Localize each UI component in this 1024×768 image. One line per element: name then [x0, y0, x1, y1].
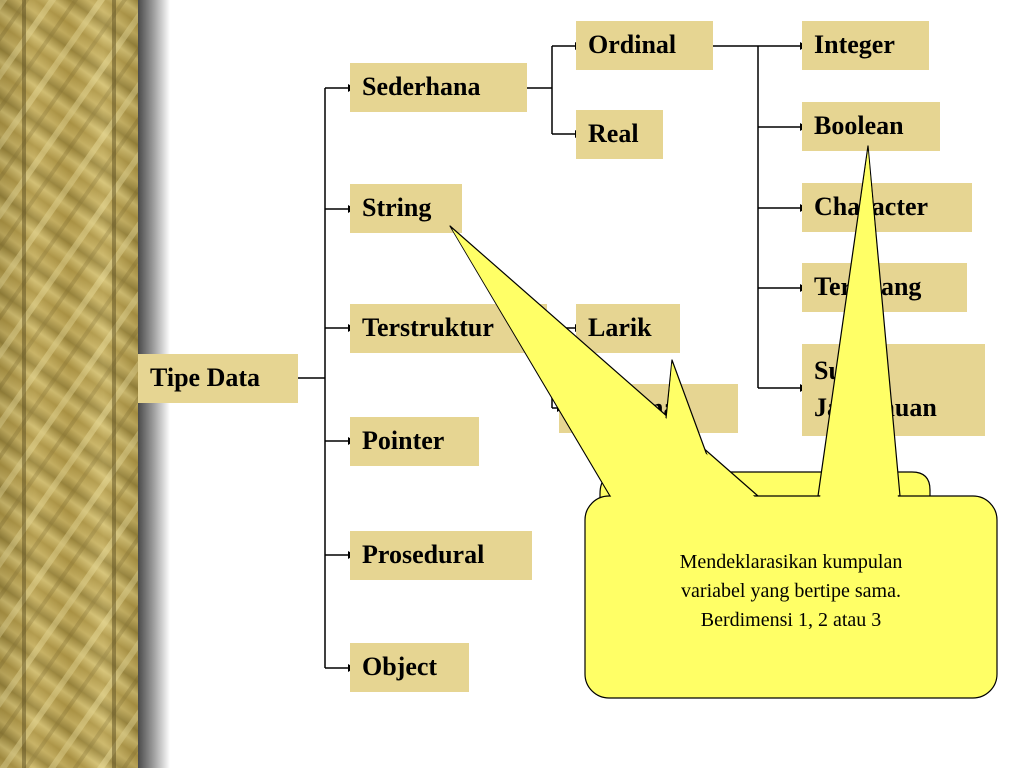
node-ordinal: Ordinal [576, 21, 713, 70]
callout-box [584, 495, 998, 699]
node-larik: Larik [576, 304, 680, 353]
callout-line-1: Mendeklarasikan kumpulan [679, 551, 903, 573]
node-prosedural: Prosedural [350, 531, 532, 580]
node-tipe-data: Tipe Data [138, 354, 298, 403]
callout-text: Mendeklarasikan kumpulan variabel yang b… [610, 548, 972, 635]
node-integer: Integer [802, 21, 929, 70]
node-boolean: Boolean [802, 102, 940, 151]
node-real: Real [576, 110, 663, 159]
callout-pointer-fill-larik [660, 363, 720, 498]
callout-line-3: Berdimensi 1, 2 atau 3 [700, 609, 882, 631]
node-string: String [350, 184, 462, 233]
callout-line-2: variabel yang bertipe sama. [681, 580, 901, 602]
gold-pillar-decoration [0, 0, 170, 768]
callout-pointer-fill-boolean [820, 150, 898, 498]
node-object: Object [350, 643, 469, 692]
node-terbilang: Terbilang [802, 263, 967, 312]
node-sederhana: Sederhana [350, 63, 527, 112]
node-pointer: Pointer [350, 417, 479, 466]
